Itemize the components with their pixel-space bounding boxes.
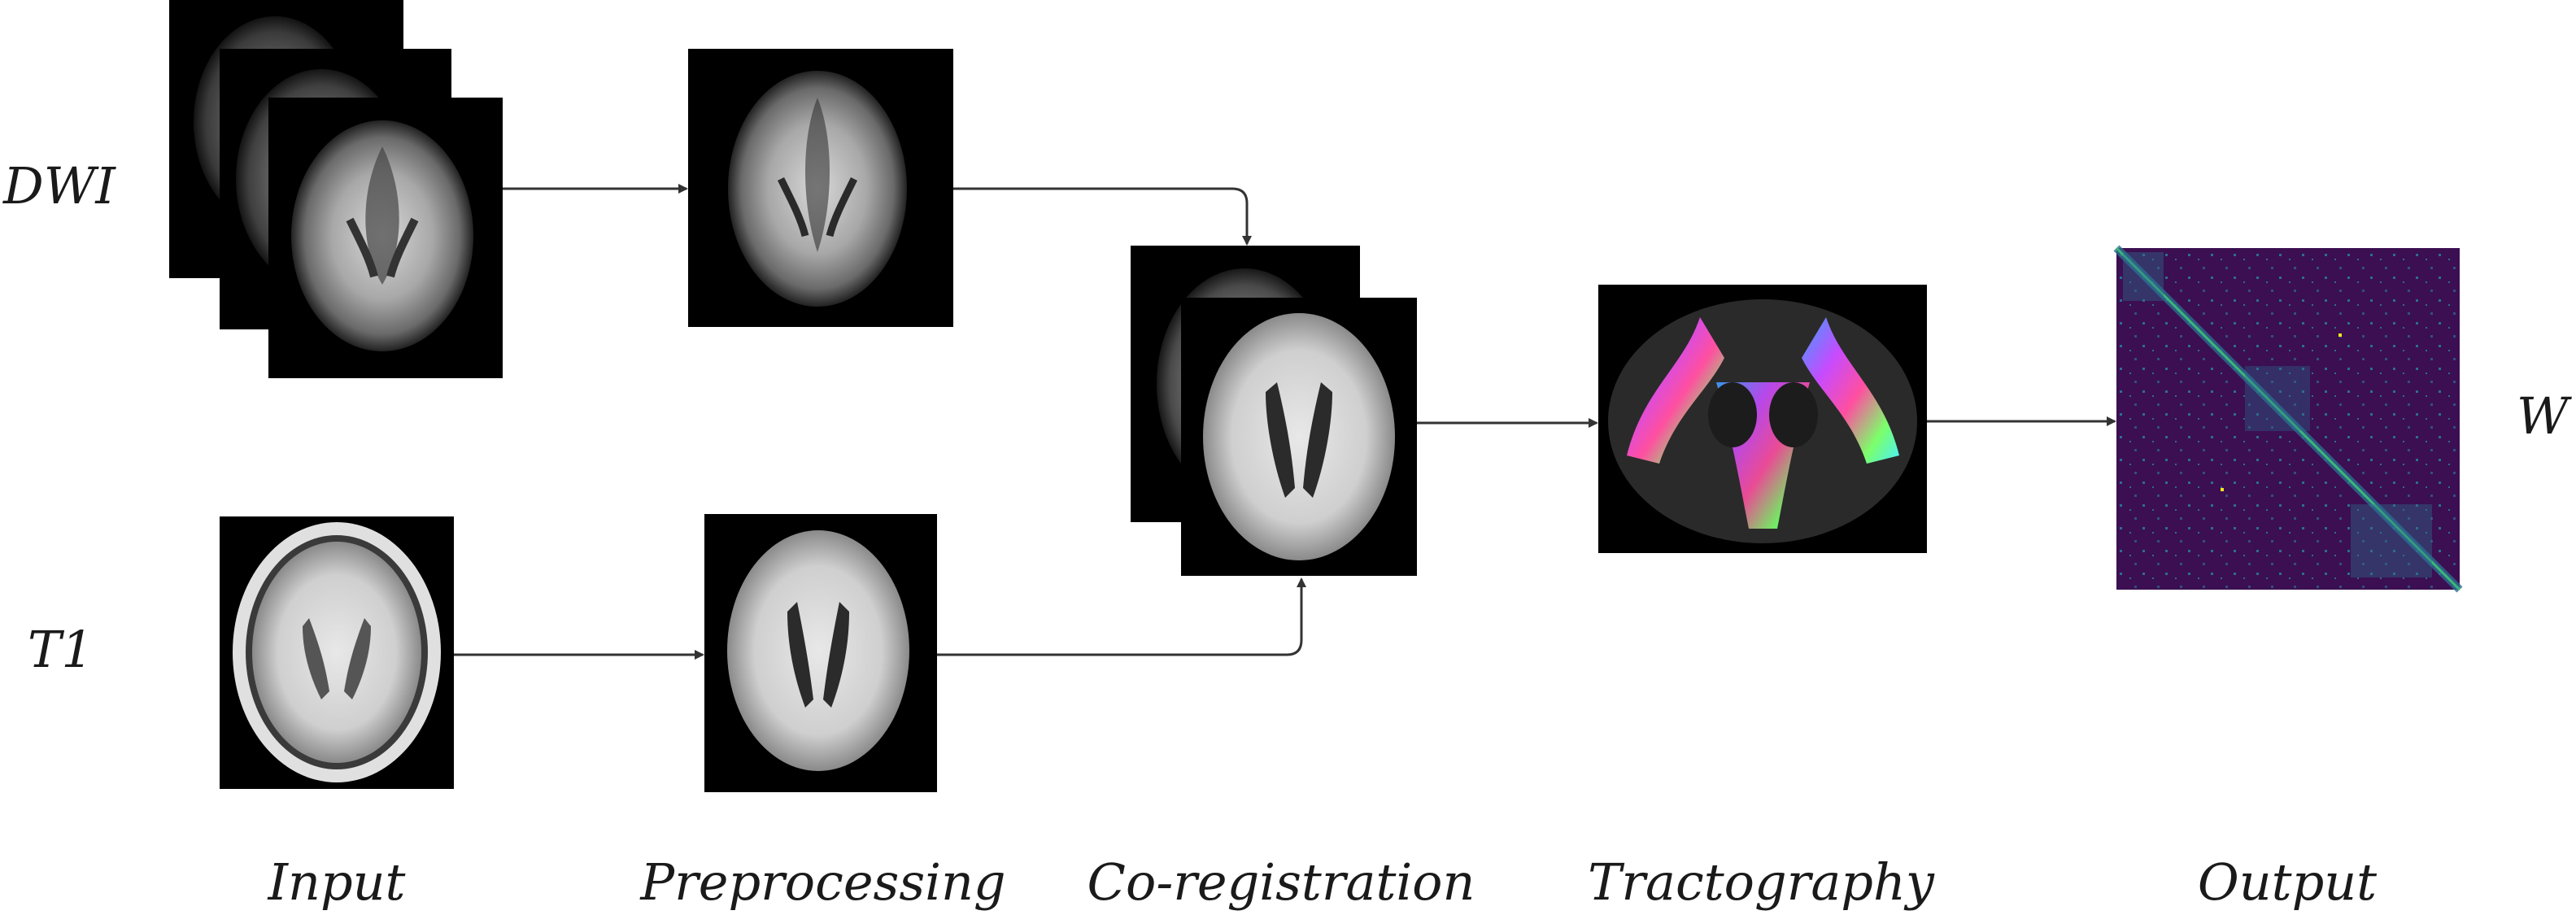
dwi-preprocessed-image xyxy=(688,49,953,327)
stage-label-coregistration: Co-registration xyxy=(1087,852,1475,912)
t1-preprocessed-image xyxy=(704,514,937,792)
coregistration-stack xyxy=(1131,246,1417,576)
pipeline-arrows xyxy=(454,184,2116,660)
tractography-image xyxy=(1598,285,1927,553)
stage-label-preprocessing: Preprocessing xyxy=(640,852,1006,912)
arrow-t1-preprocessed-to-coregistration xyxy=(937,577,1306,656)
stage-label-input: Input xyxy=(268,852,406,912)
stage-label-output: Output xyxy=(2197,852,2378,912)
output-matrix-label: W xyxy=(2517,386,2569,446)
dwi-row-label: DWI xyxy=(3,156,116,216)
stage-label-tractography: Tractography xyxy=(1588,852,1934,912)
arrow-dwi-preprocessed-to-coregistration xyxy=(953,187,1252,246)
t1-input-image xyxy=(220,516,454,789)
connectivity-matrix xyxy=(2113,245,2463,593)
dwi-input-stack xyxy=(169,0,503,378)
t1-row-label: T1 xyxy=(28,620,94,679)
